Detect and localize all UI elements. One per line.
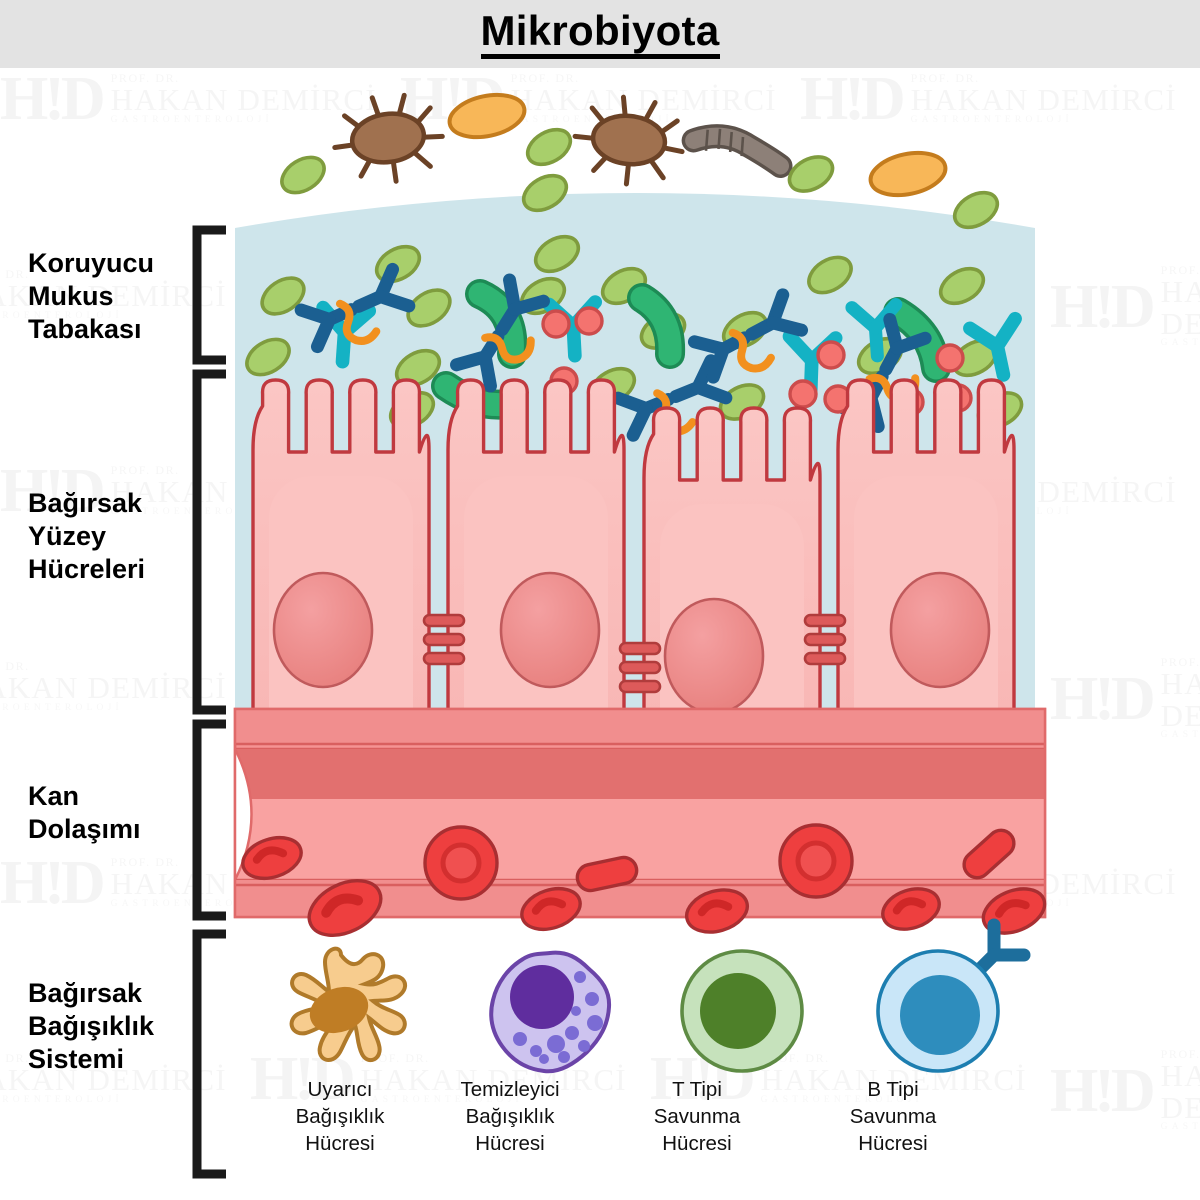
epithelial-cell-nucleus	[272, 571, 374, 689]
green-microbe-icon	[406, 288, 452, 328]
red-blood-cell	[423, 825, 499, 901]
pink-particle-icon	[816, 340, 846, 370]
epithelial-cell-nucleus	[889, 571, 991, 689]
header-bar: Mikrobiyota	[0, 0, 1200, 68]
red-blood-cell	[881, 887, 941, 931]
immune-caption-dendritic-cell-line: Bağışıklık	[295, 1105, 385, 1129]
worm-bacteria-icon	[681, 124, 793, 178]
section-label-mucus-line: Tabakası	[28, 313, 142, 344]
red-blood-cell	[307, 879, 383, 937]
immune-caption-b-cell-line: B Tipi	[867, 1078, 919, 1101]
pink-particle-icon	[574, 306, 604, 336]
green-microbe-icon	[807, 255, 853, 295]
epithelial-cell	[446, 378, 626, 775]
tight-junction-group	[422, 613, 847, 694]
red-blood-cell	[575, 855, 639, 893]
immune-caption-dendritic-cell-line: Hücresi	[305, 1132, 375, 1156]
section-label-immune-line: Bağışıklık	[28, 1010, 155, 1041]
section-label-blood-line: Kan	[28, 781, 80, 811]
immune-caption-b-cell-line: Hücresi	[858, 1132, 928, 1156]
dendritic-cell-icon	[289, 946, 408, 1063]
green-microbe-icon	[525, 127, 573, 167]
immune-cells-group	[289, 918, 1031, 1074]
immune-caption-b-cell-line: Savunma	[849, 1105, 937, 1129]
epithelial-cell-nucleus	[663, 597, 765, 715]
green-microbe-icon	[394, 348, 442, 388]
red-blood-cell	[684, 888, 750, 934]
antibody-iga-icon	[687, 288, 809, 384]
red-blood-cell	[962, 828, 1016, 880]
spiky-bacteria-icon	[332, 92, 445, 184]
immune-caption-macrophage-cell-line: Bağışıklık	[465, 1105, 555, 1129]
green-rod-icon	[627, 283, 686, 369]
pink-particle-icon	[541, 309, 571, 339]
immune-caption-t-cell-line: Hücresi	[662, 1132, 732, 1156]
immune-caption-dendritic-cell-line: Uyarıcı	[307, 1078, 373, 1101]
epithelial-cell	[251, 378, 431, 775]
green-microbe-icon	[938, 266, 986, 306]
diagram-stage	[0, 68, 1200, 1200]
pink-particle-icon	[935, 343, 965, 373]
blood-vessel	[233, 707, 1047, 937]
epithelial-cell	[642, 406, 822, 775]
green-microbe-icon	[952, 190, 1000, 230]
bracket-epithelium	[192, 369, 226, 715]
t-cell-icon	[680, 949, 804, 1073]
green-microbe-icon	[260, 276, 306, 316]
pink-particle-icon	[788, 379, 818, 409]
b-cell-icon	[876, 918, 1031, 1073]
epithelial-cell-nucleus	[499, 571, 601, 689]
section-label-mucus-line: Mukus	[28, 280, 114, 311]
bracket-mucus	[192, 225, 226, 365]
section-label-immune-line: Sistemi	[28, 1043, 125, 1074]
immune-caption-macrophage-cell-line: Hücresi	[475, 1132, 545, 1156]
section-label-immune-line: Bağırsak	[28, 978, 143, 1008]
section-label-blood-line: Dolaşımı	[28, 813, 141, 844]
spiky-bacteria-icon	[572, 94, 685, 187]
section-label-epithelium-line: Bağırsak	[28, 488, 143, 518]
immune-caption-t-cell-line: Savunma	[653, 1105, 741, 1129]
page-title: Mikrobiyota	[480, 8, 720, 60]
red-blood-cell	[241, 835, 303, 881]
green-microbe-icon	[787, 155, 835, 193]
immune-caption-macrophage-cell-line: Temizleyici	[460, 1078, 560, 1101]
red-blood-cell	[778, 823, 854, 899]
tight-junction	[803, 613, 847, 666]
antibody-iga-icon	[294, 262, 416, 354]
macrophage-cell-icon	[489, 950, 612, 1074]
green-microbe-icon	[521, 173, 569, 213]
section-label-epithelium-line: Yüzey	[28, 520, 107, 551]
antibody-teal-icon	[963, 311, 1022, 382]
red-blood-cell	[520, 886, 582, 932]
epithelium-group	[251, 378, 1016, 775]
mucus-layer	[235, 193, 1035, 718]
green-microbe-icon	[280, 155, 326, 195]
bracket-blood	[192, 719, 226, 921]
bracket-immune	[192, 929, 226, 1179]
tight-junction	[422, 613, 466, 666]
section-label-epithelium-line: Hücreleri	[28, 553, 146, 584]
epithelial-cell	[836, 378, 1016, 775]
orange-microbe-icon	[447, 92, 527, 140]
orange-microbe-icon	[868, 150, 948, 198]
bracket-group	[192, 225, 226, 1179]
immune-caption-t-cell-line: T Tipi	[672, 1078, 722, 1101]
section-label-mucus-line: Koruyucu	[28, 248, 155, 278]
tight-junction	[618, 641, 662, 694]
antibody-iga-icon	[450, 273, 550, 393]
outside-microbes-group	[280, 92, 1000, 230]
green-microbe-icon	[245, 337, 291, 377]
green-microbe-icon	[533, 234, 581, 274]
